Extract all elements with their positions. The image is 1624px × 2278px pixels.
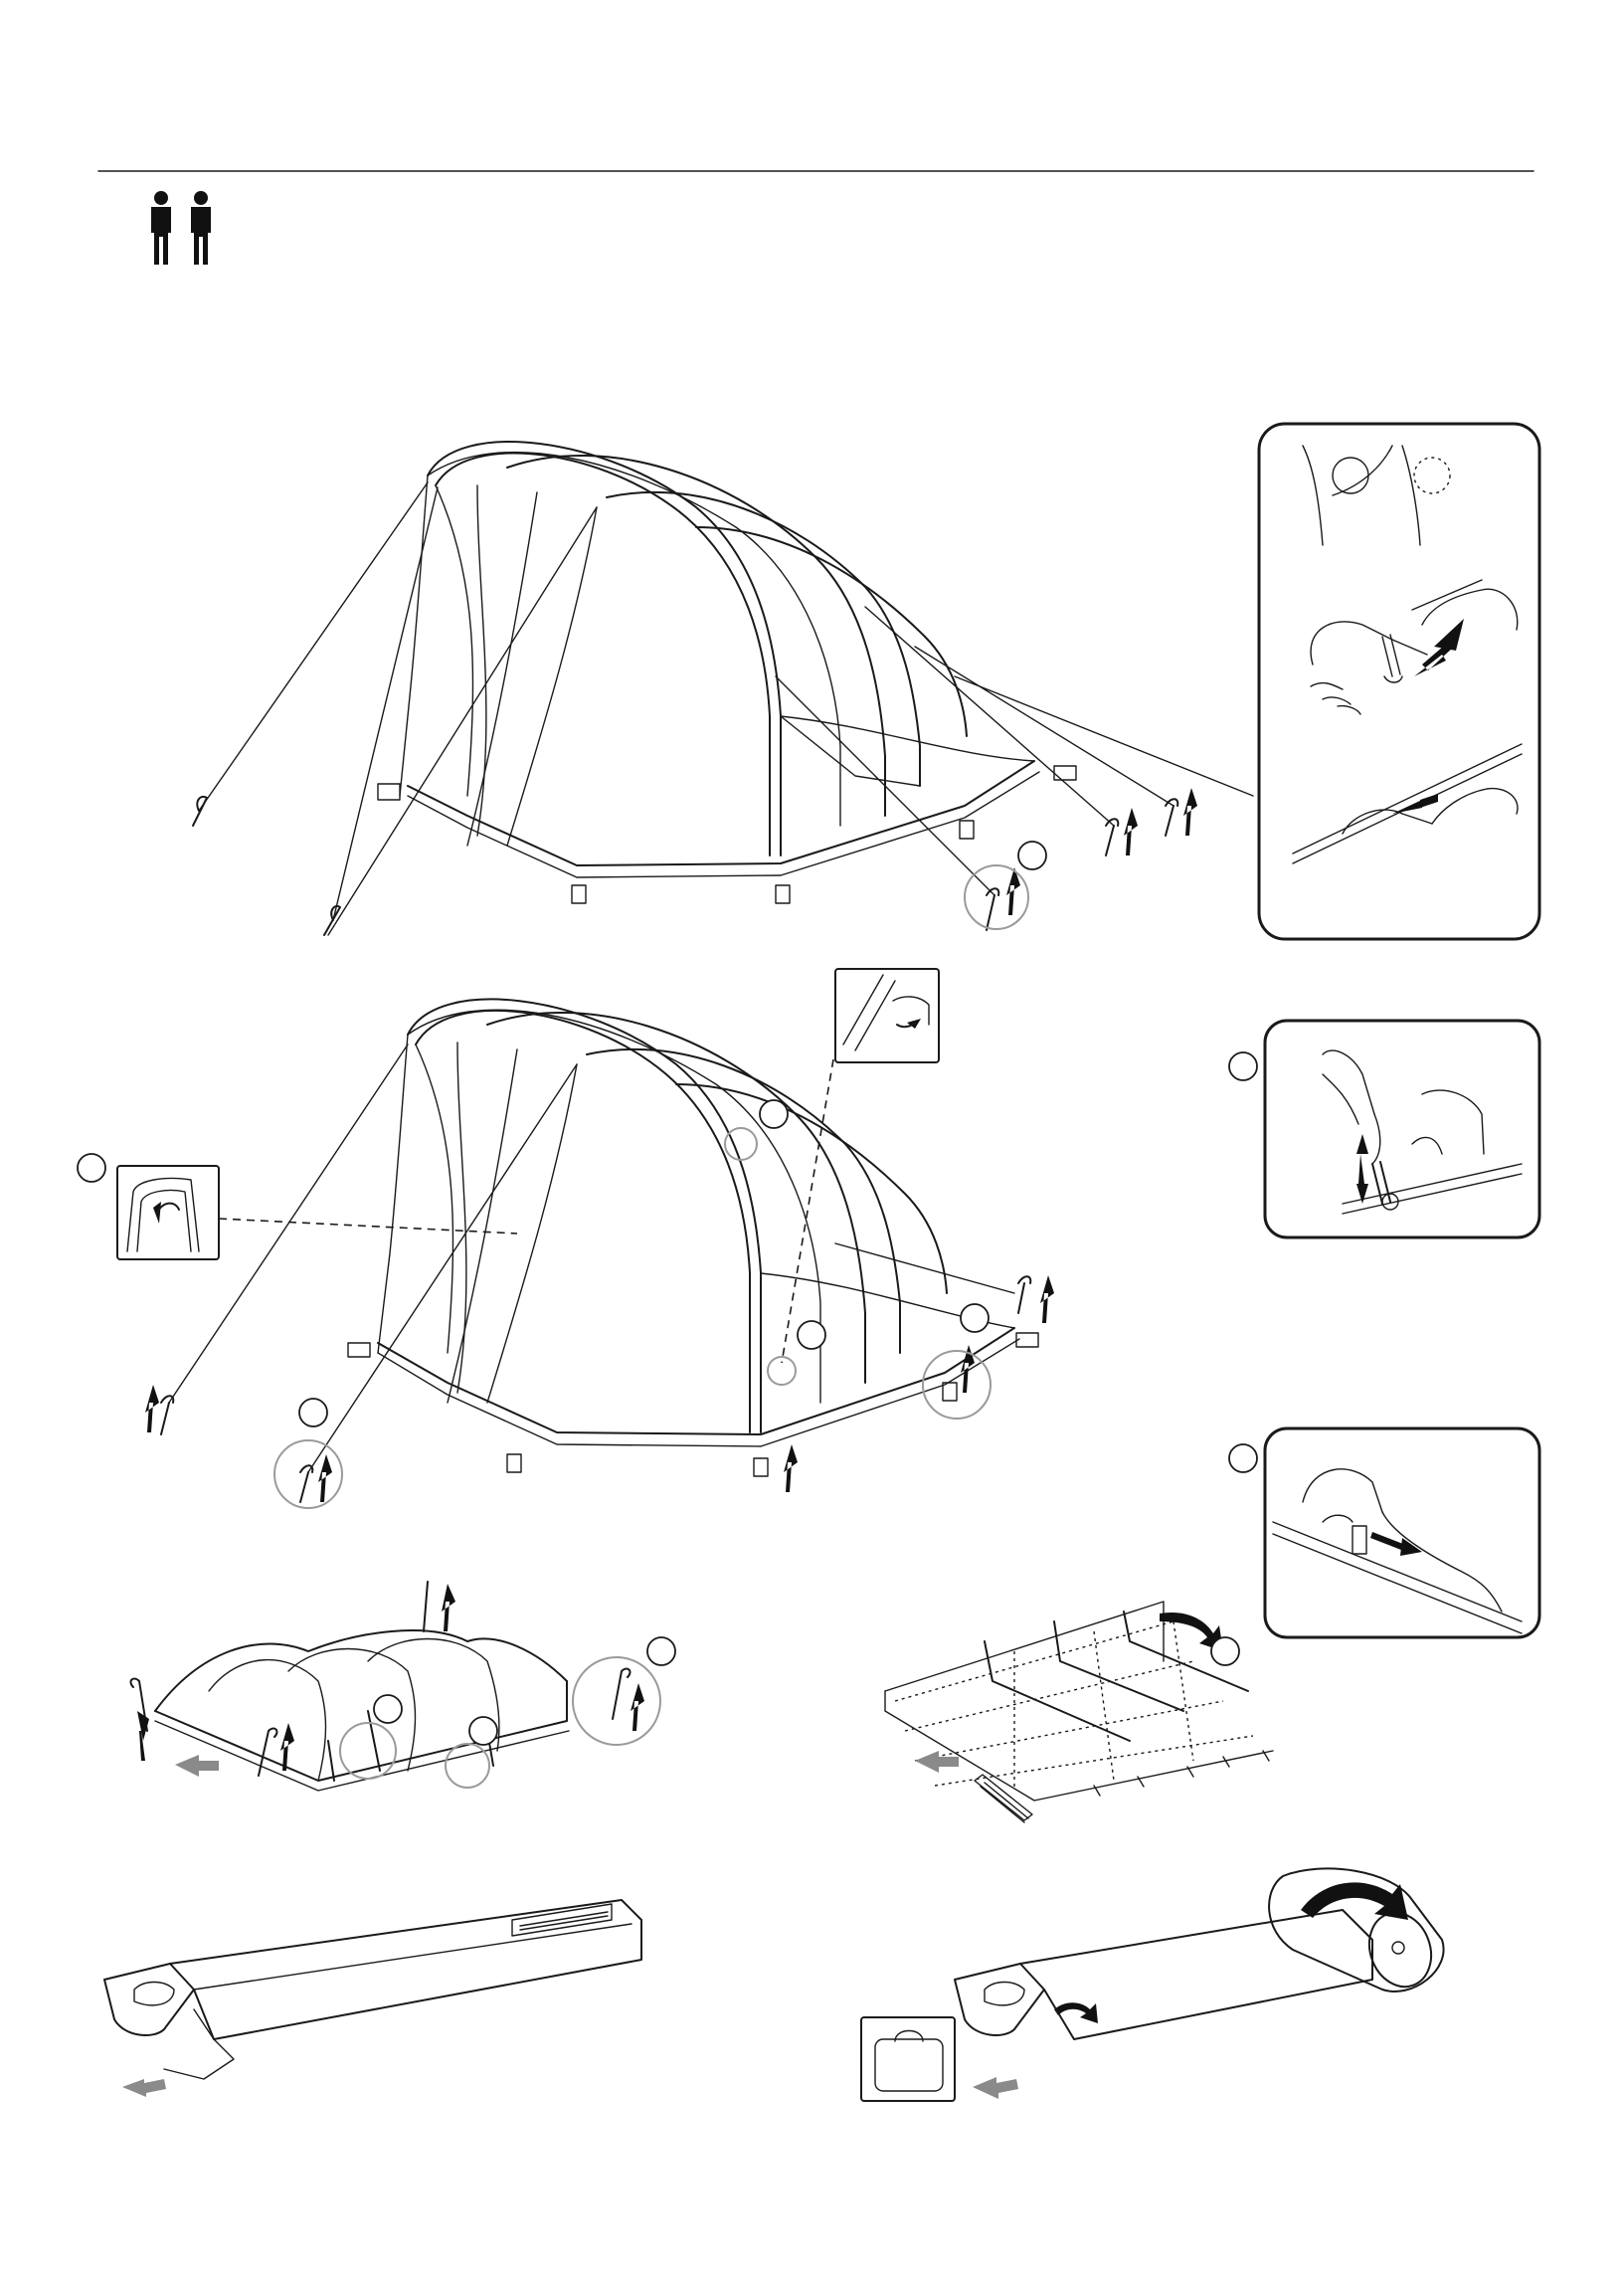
detail-panel-pole-fold [1223, 1015, 1541, 1243]
header-rule [0, 0, 1624, 199]
tent-pegs-poles-illustration [80, 975, 1114, 1552]
inset-pole-clip-detail [833, 965, 943, 1064]
inset-door-detail [76, 1152, 225, 1261]
detail-panel-pole-disconnect [1233, 416, 1541, 941]
tent-collapse-illustration [119, 1572, 676, 1830]
two-persons-icon [139, 189, 229, 269]
detail-panel-pole-slide [1223, 1423, 1541, 1641]
tent-guylines-illustration [179, 418, 1233, 955]
roll-tent-into-bag-illustration [855, 1880, 1452, 2129]
tent-fold-flysheet-illustration [875, 1582, 1253, 1840]
pack-sack-illustration [94, 1880, 671, 2109]
